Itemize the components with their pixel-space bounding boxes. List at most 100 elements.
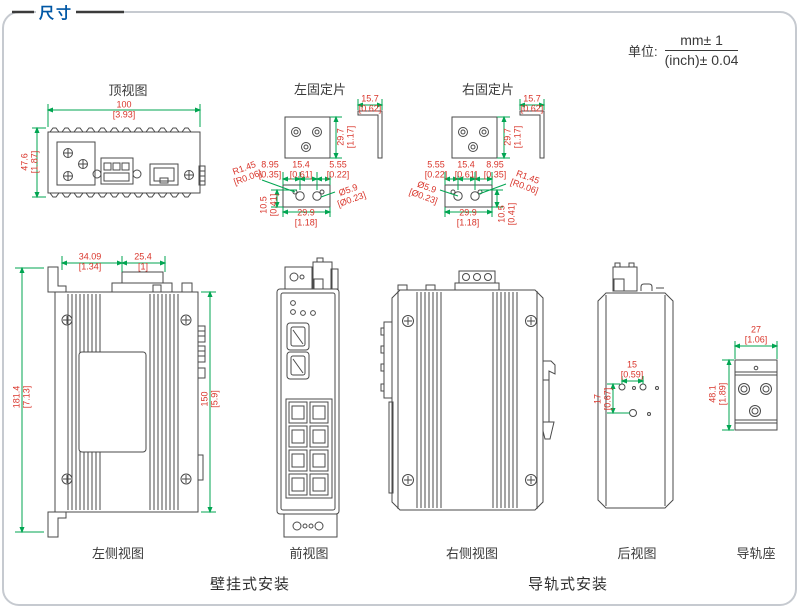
rail-mount-dim-lines <box>722 341 779 432</box>
rear-view-drawing <box>597 262 674 509</box>
dim-in: [0.35] <box>258 170 282 180</box>
dim-mm: 17 <box>592 394 603 405</box>
units-note: 单位: mm± 1 (inch)± 0.04 <box>628 32 739 69</box>
dim-rfix-edge-inner: 5.55 [0.22] <box>425 160 448 181</box>
dim-in: [0.41] <box>269 193 279 217</box>
dim-mm: 8.95 <box>261 159 279 170</box>
dim-lside-back-depth: 34.09 [1.34] <box>79 252 102 273</box>
dim-in: [0.61] <box>289 170 313 180</box>
right-fixing-drawing <box>444 110 545 208</box>
dim-rfix-base-height: 10.5 [0.41] <box>497 203 518 226</box>
dim-lside-overall-height: 181.4 [7.13] <box>12 386 33 409</box>
left-fixing-drawing <box>282 110 383 208</box>
dim-lfix-hole-pitch: 15.4 [0.61] <box>290 160 313 181</box>
dim-in: [5.9] <box>210 390 220 408</box>
mount-label-rail: 导轨式安装 <box>527 576 609 593</box>
dim-mm: 5.55 <box>427 159 445 170</box>
front-view-drawing <box>276 257 340 538</box>
dim-mm: 150 <box>199 391 210 407</box>
dim-in: [3.93] <box>112 110 136 120</box>
dim-mm: 15 <box>626 359 637 370</box>
view-label-rail-mount: 导轨座 <box>736 546 776 561</box>
dim-mm: 100 <box>116 99 132 110</box>
dim-in: [1.18] <box>456 218 480 228</box>
dim-in: [0.22] <box>326 170 350 180</box>
dim-mm: 15.4 <box>292 159 310 170</box>
dim-mm: 15.4 <box>457 159 475 170</box>
dim-in: [0.61] <box>454 170 478 180</box>
dim-in: [0.59] <box>620 370 644 380</box>
page-title: 尺寸 <box>36 2 77 23</box>
dim-lfix-plate-height: 29.7 [1.17] <box>336 126 357 149</box>
dim-mm: 10.5 <box>496 205 507 223</box>
view-label-front: 前视图 <box>289 546 329 561</box>
top-view-drawing <box>47 127 206 198</box>
dim-in: [0.67] <box>603 387 613 411</box>
left-side-dim-lines <box>15 256 216 534</box>
view-label-left-fixing: 左固定片 <box>293 82 347 97</box>
dim-rear-hole-pitch-v: 17 [0.67] <box>593 388 614 411</box>
dim-mm: 5.55 <box>329 159 347 170</box>
dim-rear-hole-pitch-h: 15 [0.59] <box>621 360 644 381</box>
rear-view-dim-lines <box>607 376 645 415</box>
dim-mm: 10.5 <box>258 196 269 214</box>
units-fraction: mm± 1 (inch)± 0.04 <box>664 32 739 69</box>
left-fixing-dim-lines <box>261 99 384 217</box>
view-label-rear: 后视图 <box>617 546 657 561</box>
dim-in: [1.17] <box>513 125 523 149</box>
dim-mm: 29.7 <box>335 128 346 146</box>
dim-rfix-plate-width: 29.9 [1.18] <box>457 208 480 229</box>
view-label-right-fixing: 右固定片 <box>461 82 515 97</box>
dim-rfix-plate-height: 29.7 [1.17] <box>503 126 524 149</box>
right-side-view-drawing <box>380 270 556 511</box>
dim-lfix-base-height: 10.5 [0.41] <box>259 194 280 217</box>
dim-lfix-plate-width: 29.9 [1.18] <box>295 208 318 229</box>
dim-in: [0.35] <box>483 170 507 180</box>
dim-rfix-edge-outer: 8.95 [0.35] <box>484 160 507 181</box>
mount-label-wall: 壁挂式安装 <box>209 576 291 593</box>
dim-in: [1.17] <box>346 125 356 149</box>
dim-in: [0.62] <box>358 104 382 114</box>
dim-mm: 29.9 <box>459 207 477 218</box>
dim-in: [7.13] <box>22 385 32 409</box>
dim-rail-height: 48.1 [1.89] <box>708 383 729 406</box>
dim-top-width: 100 [3.93] <box>113 100 136 121</box>
dim-in: [0.62] <box>520 104 544 114</box>
rail-mount-drawing <box>734 359 778 431</box>
dim-rail-width: 27 [1.06] <box>745 325 768 346</box>
dim-mm: 181.4 <box>11 385 22 409</box>
units-mm: mm± 1 <box>664 32 739 51</box>
dim-in: [0.22] <box>424 170 448 180</box>
dim-lside-connector: 25.4 [1] <box>134 252 152 273</box>
dim-mm: 15.7 <box>523 93 541 104</box>
dim-in: [1.87] <box>30 150 40 174</box>
dim-in: [1.89] <box>718 382 728 406</box>
dim-in: [1.18] <box>294 218 318 228</box>
dim-top-height: 47.6 [1.87] <box>20 151 41 174</box>
dim-in: [1.34] <box>78 262 102 272</box>
dim-mm: 27 <box>750 324 761 335</box>
dim-mm: 47.6 <box>19 153 30 171</box>
view-label-top: 顶视图 <box>108 83 148 98</box>
dim-mm: 29.7 <box>502 128 513 146</box>
dim-in: [0.41] <box>507 202 517 226</box>
dim-mm: 15.7 <box>361 93 379 104</box>
dim-mm: 34.09 <box>78 251 102 262</box>
dim-lfix-edge-inner: 5.55 [0.22] <box>327 160 350 181</box>
dim-mm: 8.95 <box>486 159 504 170</box>
dim-rfix-bend-width: 15.7 [0.62] <box>521 94 544 115</box>
dim-lfix-bend-width: 15.7 [0.62] <box>359 94 382 115</box>
dim-rfix-hole-pitch: 15.4 [0.61] <box>455 160 478 181</box>
left-side-view-drawing <box>47 266 206 538</box>
dim-lside-body-height: 150 [5.9] <box>200 390 221 408</box>
dim-in: [1] <box>137 262 148 272</box>
dim-in: [1.06] <box>744 335 768 345</box>
top-view-dim-lines <box>32 104 202 199</box>
view-label-right-side: 右侧视图 <box>445 546 499 561</box>
dim-mm: 29.9 <box>297 207 315 218</box>
dim-mm: 25.4 <box>134 251 152 262</box>
dim-mm: 48.1 <box>707 385 718 403</box>
right-fixing-dim-lines <box>439 99 546 217</box>
